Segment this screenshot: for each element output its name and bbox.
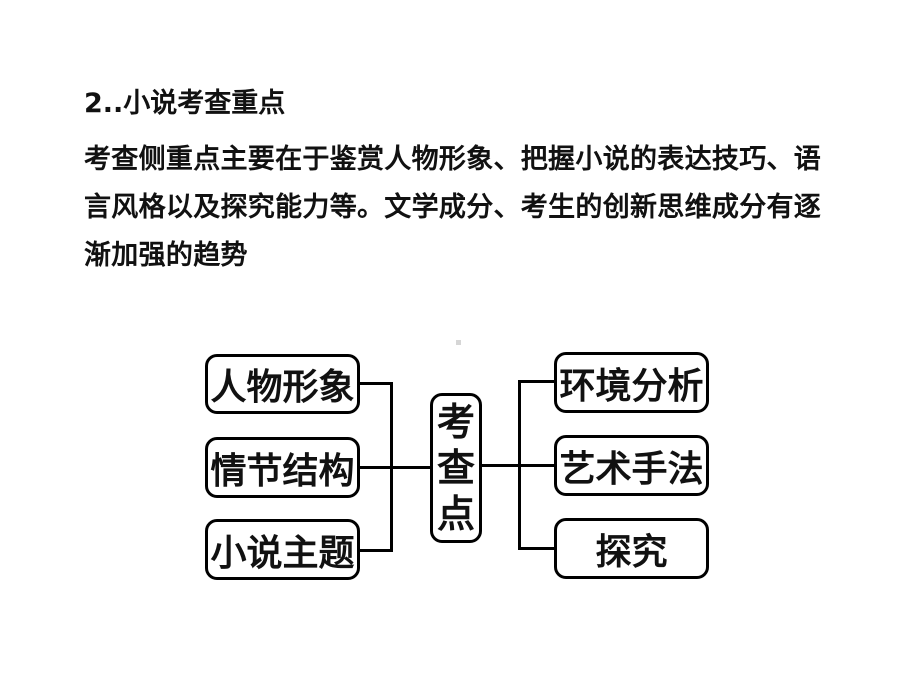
- exam-focus-char: 考: [436, 400, 475, 444]
- node-exam-focus: 考 查 点: [430, 393, 482, 543]
- node-character-image: 人物形象: [205, 354, 360, 414]
- node-environment-analysis: 环境分析: [554, 352, 709, 413]
- body-paragraph: 考查侧重点主要在于鉴赏人物形象、把握小说的表达技巧、语 言风格以及探究能力等。文…: [84, 136, 854, 280]
- right-branch-line-bottom: [518, 547, 556, 550]
- decorative-dot: [456, 340, 461, 345]
- section-heading: 2..小说考查重点: [84, 88, 286, 119]
- node-artistic-technique: 艺术手法: [554, 435, 709, 496]
- right-branch-line-top: [518, 380, 556, 383]
- exam-focus-char: 点: [436, 492, 475, 536]
- paragraph-line: 考查侧重点主要在于鉴赏人物形象、把握小说的表达技巧、语: [84, 144, 822, 175]
- left-branch-line-middle: [358, 466, 432, 469]
- left-branch-line-top: [358, 382, 393, 385]
- left-branch-line-bottom: [358, 549, 393, 552]
- exam-focus-char: 查: [436, 446, 475, 490]
- paragraph-line: 言风格以及探究能力等。文学成分、考生的创新思维成分有逐: [84, 192, 822, 223]
- node-novel-theme: 小说主题: [205, 519, 360, 580]
- paragraph-line: 渐加强的趋势: [84, 240, 248, 271]
- right-branch-line-middle: [480, 464, 556, 467]
- node-plot-structure: 情节结构: [205, 437, 360, 498]
- node-exploration: 探究: [554, 518, 709, 579]
